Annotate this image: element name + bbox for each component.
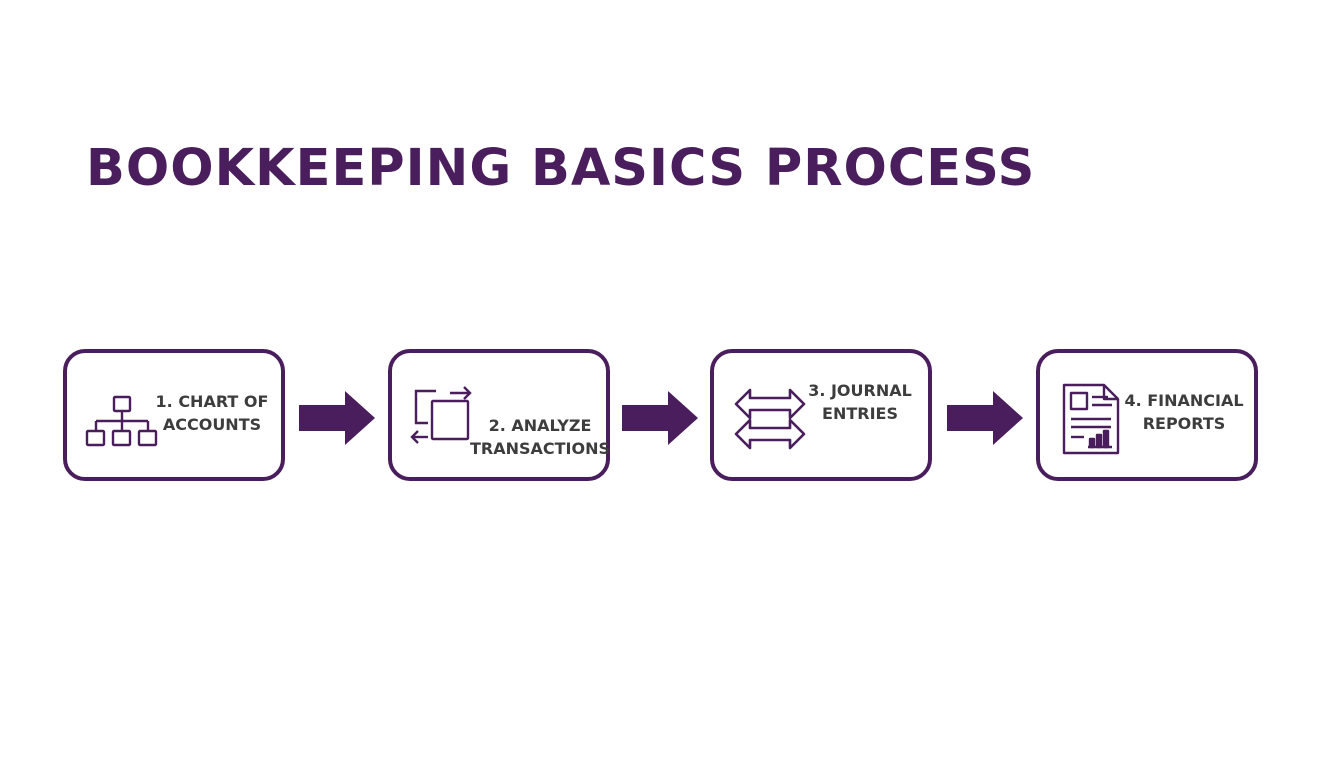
step-label-line: TRANSACTIONS: [469, 439, 611, 458]
right-arrow-icon: [299, 391, 377, 445]
transfer-icon: [406, 385, 478, 449]
page-title: BOOKKEEPING BASICS PROCESS: [86, 139, 1036, 198]
step-analyze-transactions: 2. ANALYZE TRANSACTIONS: [388, 349, 610, 481]
step-label-line: 3. JOURNAL: [808, 381, 912, 400]
step-label-line: 2. ANALYZE: [488, 416, 592, 435]
step-label: 1. CHART OF ACCOUNTS: [152, 390, 272, 436]
report-document-icon: [1060, 381, 1124, 457]
hierarchy-icon: [82, 391, 162, 451]
step-label-line: 4. FINANCIAL: [1124, 391, 1244, 410]
step-label: 3. JOURNAL ENTRIES: [800, 379, 920, 425]
step-label-line: ACCOUNTS: [162, 415, 262, 434]
step-label-line: ENTRIES: [822, 404, 898, 423]
step-label-line: REPORTS: [1142, 414, 1226, 433]
step-chart-of-accounts: 1. CHART OF ACCOUNTS: [63, 349, 285, 481]
right-arrow-icon: [622, 391, 700, 445]
double-arrow-icon: [734, 387, 806, 451]
step-label: 4. FINANCIAL REPORTS: [1116, 389, 1252, 435]
step-financial-reports: 4. FINANCIAL REPORTS: [1036, 349, 1258, 481]
step-label: 2. ANALYZE TRANSACTIONS: [466, 414, 614, 460]
right-arrow-icon: [947, 391, 1025, 445]
step-journal-entries: 3. JOURNAL ENTRIES: [710, 349, 932, 481]
step-label-line: 1. CHART OF: [155, 392, 269, 411]
